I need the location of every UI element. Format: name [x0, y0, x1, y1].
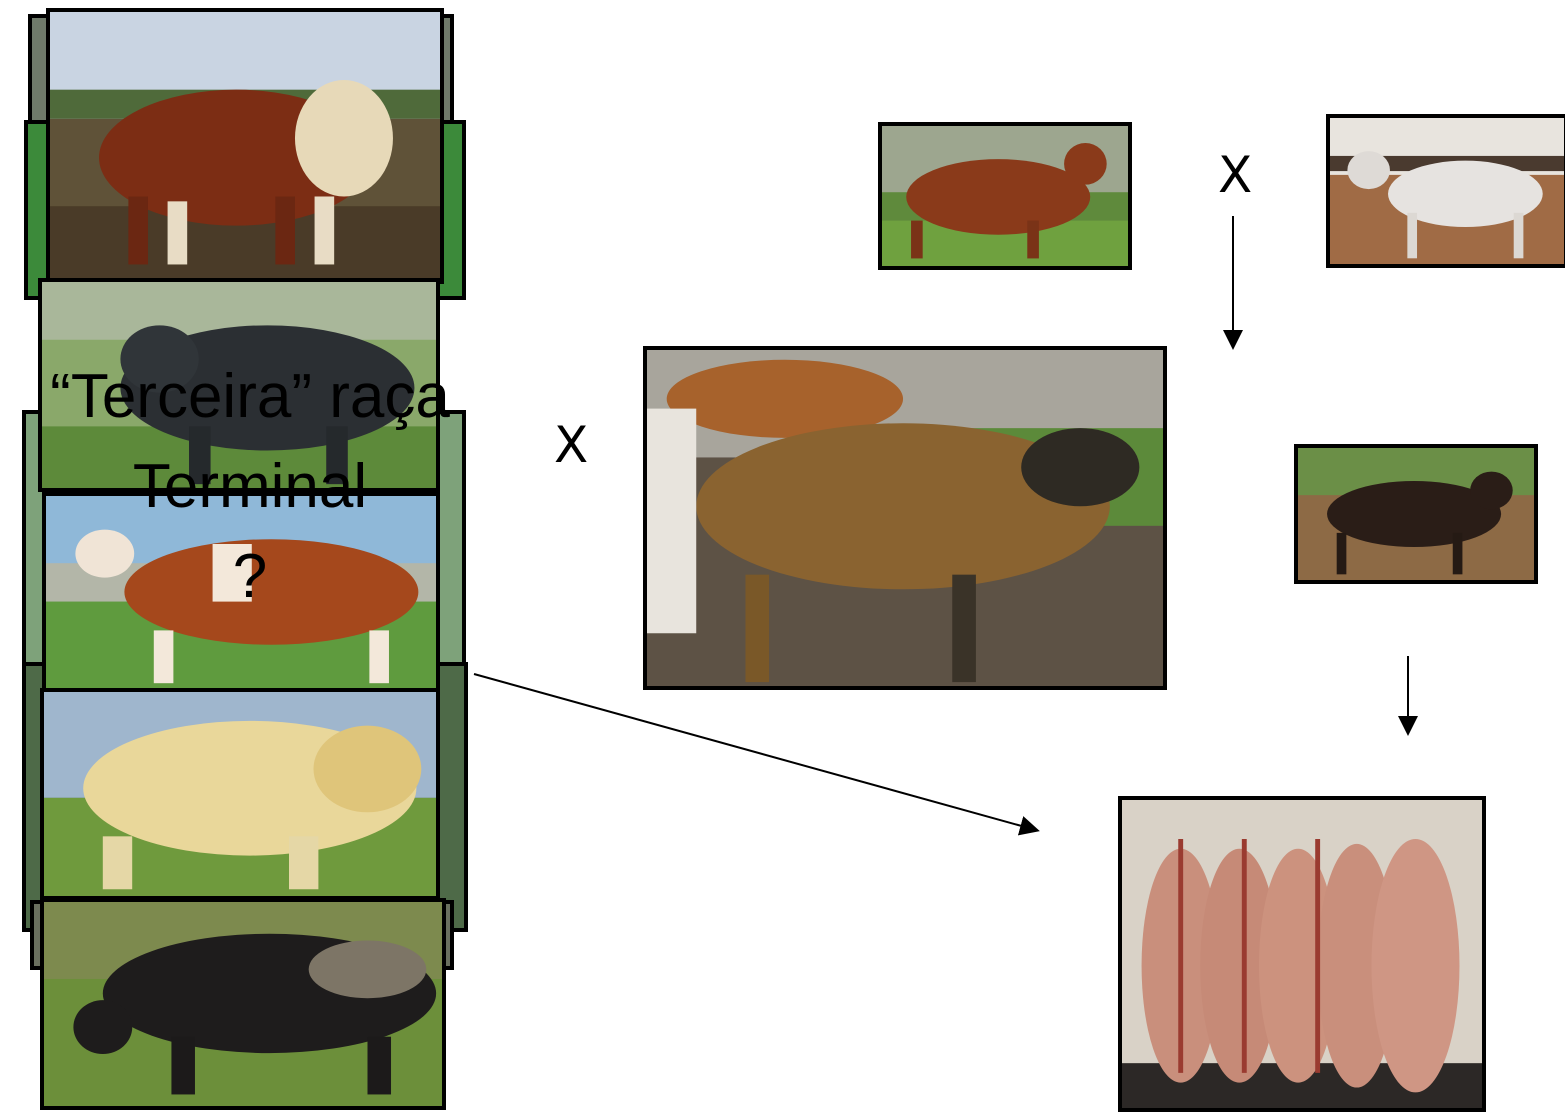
red-bull-photo [878, 122, 1132, 270]
simmental-bull-photo [42, 492, 440, 692]
third-breed-line3: ? [232, 542, 268, 611]
third-breed-line1: “Terceira” raça [50, 362, 450, 431]
middle-cross-symbol: X [554, 416, 589, 474]
third-breed-line2: Terminal [132, 452, 368, 521]
beef-carcasses-photo [1118, 796, 1486, 1112]
black-bull-grazing-photo [40, 898, 446, 1110]
charolais-bull-photo [40, 688, 440, 900]
nelore-cows-photo [1326, 114, 1565, 268]
third-breed-caption: “Terceira” raça Terminal ? [0, 352, 500, 622]
crossbred-cows-photo [643, 346, 1167, 690]
hereford-bull-photo [46, 8, 444, 284]
top-cross-symbol: X [1218, 146, 1253, 204]
crossbred-calf-photo [1294, 444, 1538, 584]
terminal-breed-arrow [473, 673, 1040, 836]
angus-bull-photo [38, 278, 440, 492]
